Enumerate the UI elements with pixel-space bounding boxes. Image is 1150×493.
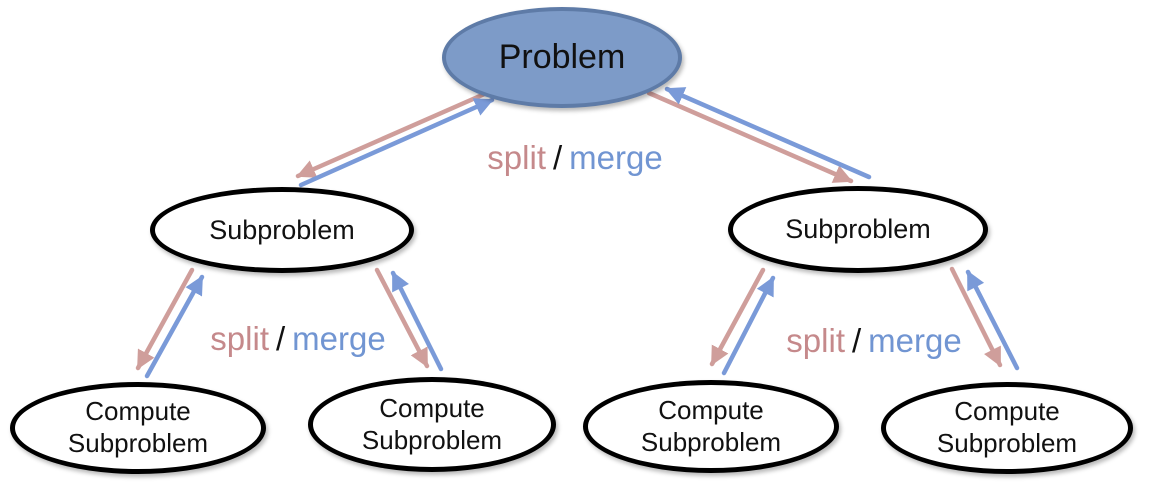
node-compute-4-line2: Subproblem [936,428,1078,458]
merge-label: merge [569,139,663,176]
node-compute-2-line1: Compute [379,392,485,423]
merge-arrow-right-subproblem-to-problem [664,86,872,180]
merge-arrow-compute-3-to-right-subproblem [721,275,776,376]
merge-label: merge [868,322,962,359]
node-compute-subproblem-1: Compute Subproblem [10,382,266,474]
split-label: split [210,320,269,357]
node-compute-subproblem-2: Compute Subproblem [308,377,556,472]
node-subproblem-right: Subproblem [728,186,988,273]
split-arrow-left-subproblem-to-compute-1 [135,267,195,371]
node-compute-subproblem-4: Compute Subproblem [881,382,1133,474]
node-subproblem-right-label: Subproblem [785,214,931,244]
node-subproblem-left: Subproblem [150,187,414,273]
slash-separator: / [552,139,563,176]
split-arrow-right-subproblem-to-compute-3 [709,267,766,367]
edge-label-top: split/merge [460,139,690,177]
node-compute-1-line1: Compute [85,396,191,427]
slash-separator: / [851,322,862,359]
node-compute-subproblem-3: Compute Subproblem [583,380,839,473]
merge-arrow-compute-2-to-left-subproblem [390,270,444,372]
edge-label-right: split/merge [759,322,989,360]
merge-arrow-compute-4-to-right-subproblem [965,269,1020,371]
split-arrow-left-subproblem-to-compute-2 [374,267,430,369]
node-subproblem-left-label: Subproblem [209,214,355,245]
split-arrow-right-subproblem-to-compute-4 [949,266,1003,368]
split-label: split [487,139,546,176]
node-compute-1-line2: Subproblem [67,428,209,458]
split-arrow-problem-to-right-subproblem [646,90,854,184]
node-compute-3-line2: Subproblem [640,426,782,457]
node-problem-label: Problem [498,38,626,76]
split-arrow-problem-to-left-subproblem [295,89,492,179]
edge-label-left: split/merge [183,320,413,358]
merge-arrow-compute-1-to-left-subproblem [144,274,205,379]
node-compute-4-line1: Compute [954,396,1060,427]
slash-separator: / [275,320,286,357]
node-problem: Problem [442,7,682,108]
node-compute-3-line1: Compute [658,394,764,425]
split-label: split [786,322,845,359]
merge-arrow-left-subproblem-to-problem [298,97,495,188]
node-compute-2-line2: Subproblem [361,424,503,455]
merge-label: merge [292,320,386,357]
